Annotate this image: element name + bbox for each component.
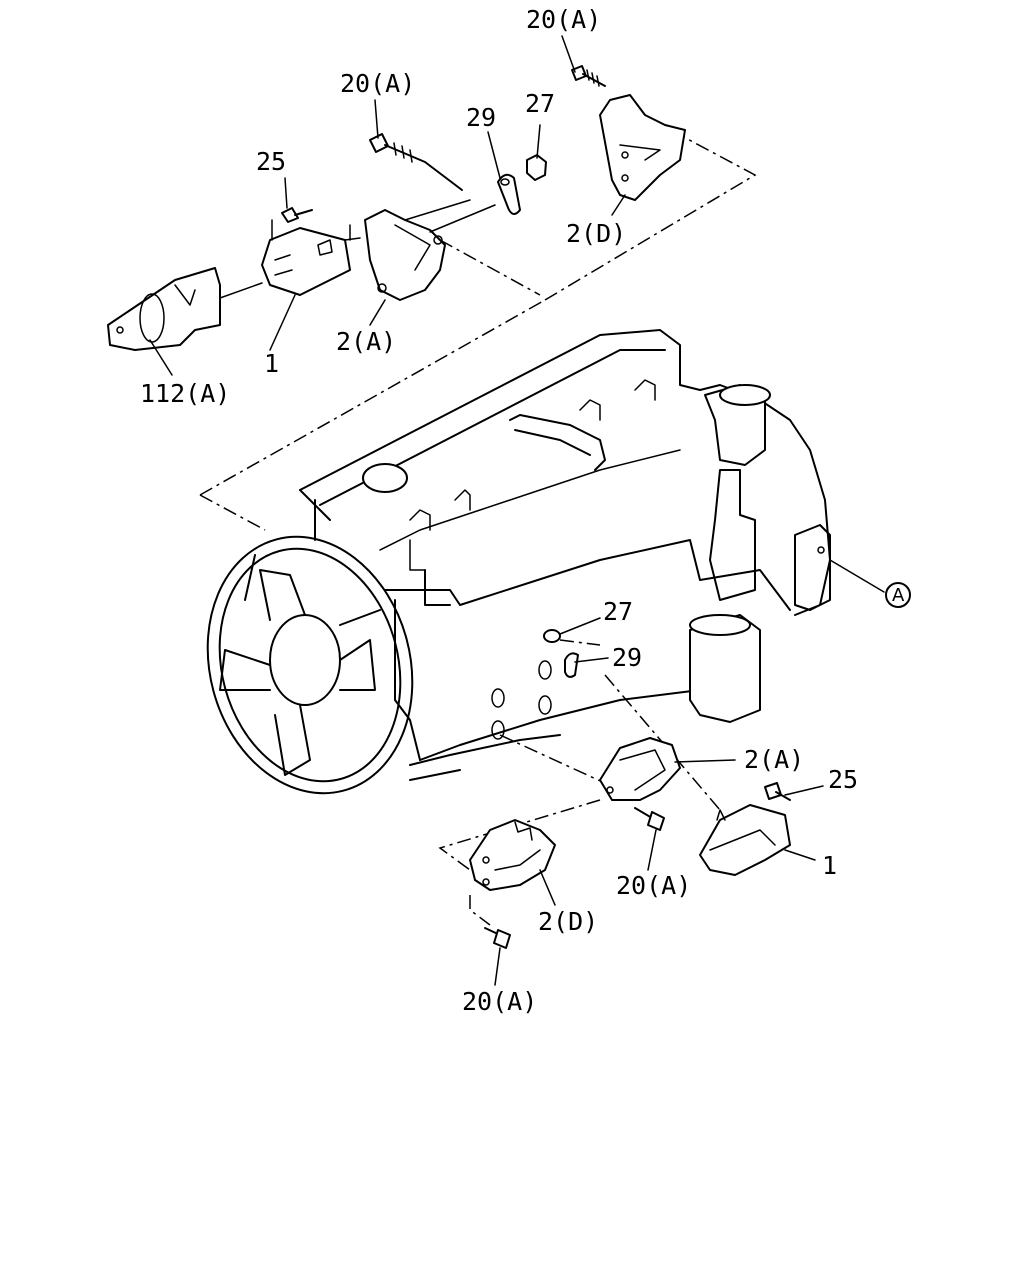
callout-nut-27-top: 27 bbox=[525, 89, 555, 118]
callout-washer-29-top: 29 bbox=[466, 103, 496, 132]
callout-bracket-2d-top: 2(D) bbox=[566, 219, 626, 248]
bolt-25-top bbox=[281, 207, 313, 223]
washer-29-lower bbox=[564, 652, 579, 678]
callout-bracket-2a-lower: 2(A) bbox=[744, 745, 804, 774]
filter-lower bbox=[689, 614, 761, 723]
oil-filler-cap bbox=[362, 463, 408, 493]
cooling-fan bbox=[206, 535, 414, 795]
reference-a-label: A bbox=[892, 585, 905, 606]
callout-bolt-20a-lower-bottom: 20(A) bbox=[462, 987, 537, 1016]
callout-bracket-2a-top: 2(A) bbox=[336, 327, 396, 356]
washer-29-top bbox=[497, 173, 521, 215]
callout-mount-1-top: 1 bbox=[264, 349, 279, 378]
bolt-20a-lower-mid bbox=[634, 807, 665, 831]
callout-mount-1-lower: 1 bbox=[822, 851, 837, 880]
bracket-2d-top bbox=[599, 94, 686, 201]
nut-27-top bbox=[526, 154, 547, 181]
mount-1-lower bbox=[699, 804, 791, 876]
bolt-25-lower bbox=[764, 782, 791, 801]
callout-washer-29-lower: 29 bbox=[612, 643, 642, 672]
callout-bolt-25-top: 25 bbox=[256, 147, 286, 176]
callout-bolt-20a-top-right: 20(A) bbox=[526, 5, 601, 34]
callout-bracket-2d-lower: 2(D) bbox=[538, 907, 598, 936]
callout-bolt-25-lower: 25 bbox=[828, 765, 858, 794]
bolt-20a-top-right bbox=[571, 65, 606, 87]
nut-27-lower bbox=[543, 629, 561, 643]
mount-1-top bbox=[261, 219, 361, 296]
bolt-20a-lower-bottom bbox=[484, 927, 511, 949]
reference-a-marker: A bbox=[885, 582, 911, 608]
bolt-20a-top-left bbox=[369, 133, 463, 191]
leader-lines bbox=[149, 35, 885, 986]
callout-nut-27-lower: 27 bbox=[603, 597, 633, 626]
support-112a bbox=[107, 267, 263, 351]
engine-block bbox=[299, 329, 831, 781]
callout-support-112a: 112(A) bbox=[140, 379, 230, 408]
callout-bolt-20a-lower-mid: 20(A) bbox=[616, 871, 691, 900]
callout-bolt-20a-top-left: 20(A) bbox=[340, 69, 415, 98]
bracket-2d-lower bbox=[469, 819, 556, 891]
bracket-2a-top bbox=[364, 199, 496, 301]
bracket-2a-lower bbox=[599, 737, 681, 801]
